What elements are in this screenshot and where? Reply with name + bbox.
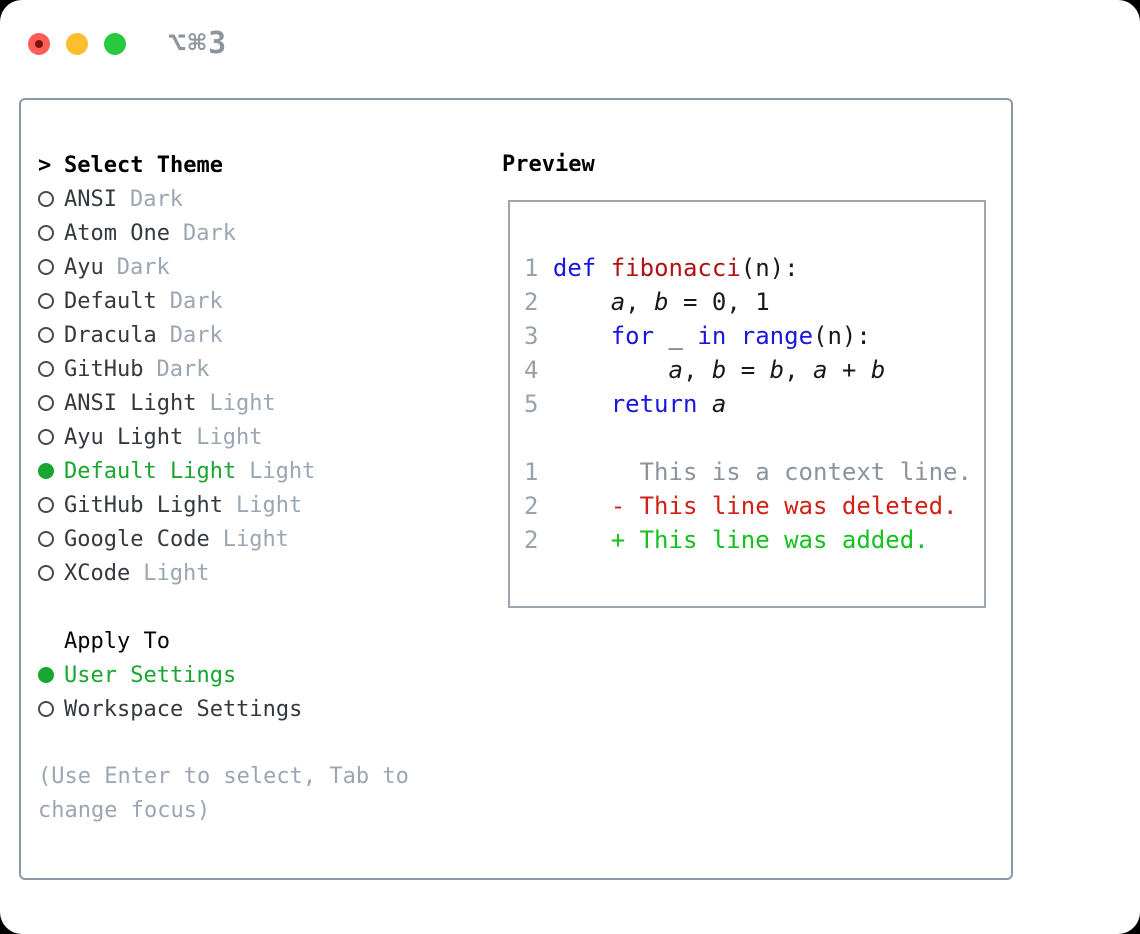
theme-variant: Dark: [129, 186, 183, 212]
preview-box: 1 def fibonacci(n): 2 a, b = 0, 1 3 for _ …: [508, 200, 986, 608]
diff-line: 2 + This line was added.: [524, 526, 929, 554]
preview-column: Preview 1 def fibonacci(n): 2 a, b = 0, 1…: [502, 148, 986, 608]
line-number: 5: [524, 390, 553, 418]
window-title: ⌥⌘3: [168, 26, 229, 61]
radio-icon: [38, 429, 54, 445]
theme-name: Ayu: [64, 254, 104, 280]
radio-icon: [38, 361, 54, 377]
theme-option-ansi-light-light[interactable]: ANSI Light Light: [38, 386, 478, 420]
theme-variant: Dark: [169, 288, 223, 314]
theme-name: Default: [64, 288, 157, 314]
code-line: 4 a, b = b, a + b: [524, 356, 886, 384]
preview-title: Preview: [502, 152, 595, 177]
radio-icon: [38, 259, 54, 275]
theme-option-ayu-light-light[interactable]: Ayu Light Light: [38, 420, 478, 454]
zoom-button[interactable]: [104, 32, 126, 55]
theme-name: ANSI Light: [64, 390, 197, 416]
line-number: 1: [524, 458, 553, 486]
theme-variant: Dark: [169, 322, 223, 348]
select-theme-title: Select Theme: [64, 152, 223, 178]
titlebar: ⌥⌘3: [28, 26, 228, 61]
radio-icon: [38, 531, 54, 547]
theme-variant: Light: [222, 526, 289, 552]
apply-option-label: Workspace Settings: [64, 696, 303, 722]
code-block: 1 def fibonacci(n): 2 a, b = 0, 1 3 for _ …: [524, 251, 984, 421]
theme-option-ayu-dark[interactable]: Ayu Dark: [38, 250, 478, 284]
theme-option-default-light-light[interactable]: Default Light Light: [38, 454, 478, 488]
line-number: 3: [524, 322, 553, 350]
theme-variant: Dark: [116, 254, 170, 280]
theme-variant: Dark: [182, 220, 236, 246]
radio-icon: [38, 225, 54, 241]
radio-icon: [38, 497, 54, 513]
radio-icon: [38, 395, 54, 411]
close-button[interactable]: [28, 32, 50, 55]
line-number: 2: [524, 288, 553, 316]
radio-icon: [38, 701, 54, 717]
theme-name: XCode: [64, 560, 131, 586]
code-line: 1 def fibonacci(n):: [524, 254, 799, 282]
code-line: 5 return a: [524, 390, 727, 418]
theme-option-ansi-dark[interactable]: ANSI Dark: [38, 182, 478, 216]
theme-option-github-dark[interactable]: GitHub Dark: [38, 352, 478, 386]
theme-option-default-dark[interactable]: Default Dark: [38, 284, 478, 318]
diff-line: 2 - This line was deleted.: [524, 492, 958, 520]
line-number: 2: [524, 526, 553, 554]
code-line: 2 a, b = 0, 1: [524, 288, 770, 316]
hint-text: (Use Enter to select, Tab to change focu…: [38, 764, 409, 823]
theme-name: Google Code: [64, 526, 210, 552]
radio-icon: [38, 667, 54, 683]
theme-name: ANSI: [64, 186, 117, 212]
select-theme-header: > Select Theme: [38, 148, 478, 182]
theme-option-xcode-light[interactable]: XCode Light: [38, 556, 478, 590]
radio-icon: [38, 327, 54, 343]
line-number: 1: [524, 254, 553, 282]
theme-name: Default Light: [64, 458, 237, 484]
radio-icon: [38, 565, 54, 581]
theme-variant: Light: [249, 458, 316, 484]
line-number: 4: [524, 356, 553, 384]
theme-option-atom-one-dark[interactable]: Atom One Dark: [38, 216, 478, 250]
radio-icon: [38, 191, 54, 207]
diff-line: 1 This is a context line.: [524, 458, 972, 486]
line-number: 2: [524, 492, 553, 520]
theme-option-github-light-light[interactable]: GitHub Light Light: [38, 488, 478, 522]
theme-name: GitHub Light: [64, 492, 223, 518]
radio-icon: [38, 293, 54, 309]
unsaved-dot-icon: [35, 39, 43, 48]
prompt-caret-icon: >: [38, 152, 52, 178]
theme-variant: Light: [209, 390, 276, 416]
theme-name: GitHub: [64, 356, 144, 382]
theme-variant: Dark: [156, 356, 210, 382]
apply-to-header: Apply To: [38, 624, 478, 658]
code-line: 3 for _ in range(n):: [524, 322, 871, 350]
diff-block: 1 This is a context line. 2 - This line w…: [524, 455, 984, 557]
theme-variant: Light: [235, 492, 303, 518]
apply-option-user-settings[interactable]: User Settings: [38, 658, 478, 692]
theme-name: Atom One: [64, 220, 170, 246]
apply-option-label: User Settings: [64, 662, 237, 688]
radio-icon: [38, 463, 54, 479]
theme-option-dracula-dark[interactable]: Dracula Dark: [38, 318, 478, 352]
theme-variant: Light: [143, 560, 210, 586]
apply-option-workspace-settings[interactable]: Workspace Settings: [38, 692, 478, 726]
minimize-button[interactable]: [66, 32, 88, 55]
theme-name: Ayu Light: [64, 424, 184, 450]
apply-to-title: Apply To: [64, 628, 170, 654]
theme-name: Dracula: [64, 322, 157, 348]
theme-variant: Light: [196, 424, 263, 450]
theme-option-google-code-light[interactable]: Google Code Light: [38, 522, 478, 556]
